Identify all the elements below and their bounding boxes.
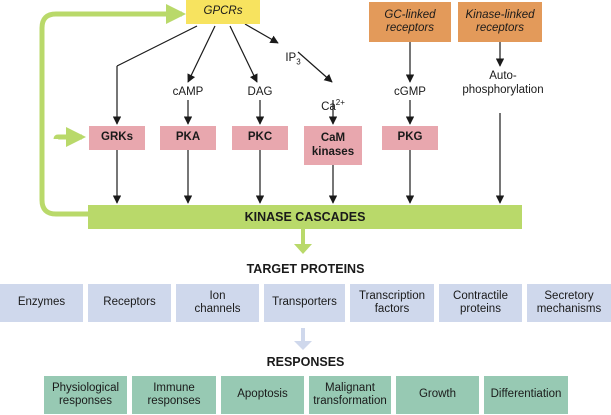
gpcr-arrows — [112, 23, 505, 125]
target-enzymes: Enzymes — [0, 284, 83, 322]
response-apoptosis: Apoptosis — [221, 376, 304, 414]
kinase-pka: PKA — [160, 126, 216, 150]
target-receptors: Receptors — [88, 284, 171, 322]
dag-label: DAG — [247, 86, 273, 98]
gc-linked-receptors-box: GC-linked receptors — [369, 2, 451, 42]
target-ion-channels: Ion channels — [176, 284, 259, 322]
kinase-grks: GRKs — [89, 126, 145, 150]
messenger-arrows — [183, 100, 415, 125]
kinase-pkc: PKC — [232, 126, 288, 150]
responses-heading: RESPONSES — [266, 355, 345, 369]
autophosphorylation-label: Auto- phosphorylation — [462, 70, 544, 96]
target-contractile-proteins: Contractile proteins — [439, 284, 522, 322]
kinase-pkg: PKG — [382, 126, 438, 150]
ip3-label: IP3 — [285, 51, 301, 67]
targets-to-responses-arrow — [294, 328, 312, 350]
response-differentiation: Differentiation — [484, 376, 568, 414]
camp-label: cAMP — [172, 86, 204, 98]
feedback-loop — [39, 4, 186, 217]
target-secretory-mechanisms: Secretory mechanisms — [527, 284, 611, 322]
kinase-linked-receptors-box: Kinase-linked receptors — [458, 2, 542, 42]
cascade-to-targets-arrow — [294, 229, 312, 254]
cascade-arrows — [112, 113, 505, 204]
calcium-label: Ca2+ — [321, 97, 345, 113]
response-growth: Growth — [396, 376, 479, 414]
kinase-cam: CaM kinases — [304, 126, 362, 165]
target-proteins-heading: TARGET PROTEINS — [246, 262, 365, 276]
response-immune: Immune responses — [132, 376, 216, 414]
gpcrs-box: GPCRs — [186, 0, 260, 24]
target-transporters: Transporters — [264, 284, 345, 322]
response-physiological: Physiological responses — [44, 376, 127, 414]
cgmp-label: cGMP — [394, 86, 426, 98]
target-transcription-factors: Transcription factors — [350, 284, 434, 322]
kinase-cascades-bar: KINASE CASCADES — [88, 205, 522, 229]
response-malignant-transformation: Malignant transformation — [309, 376, 391, 414]
